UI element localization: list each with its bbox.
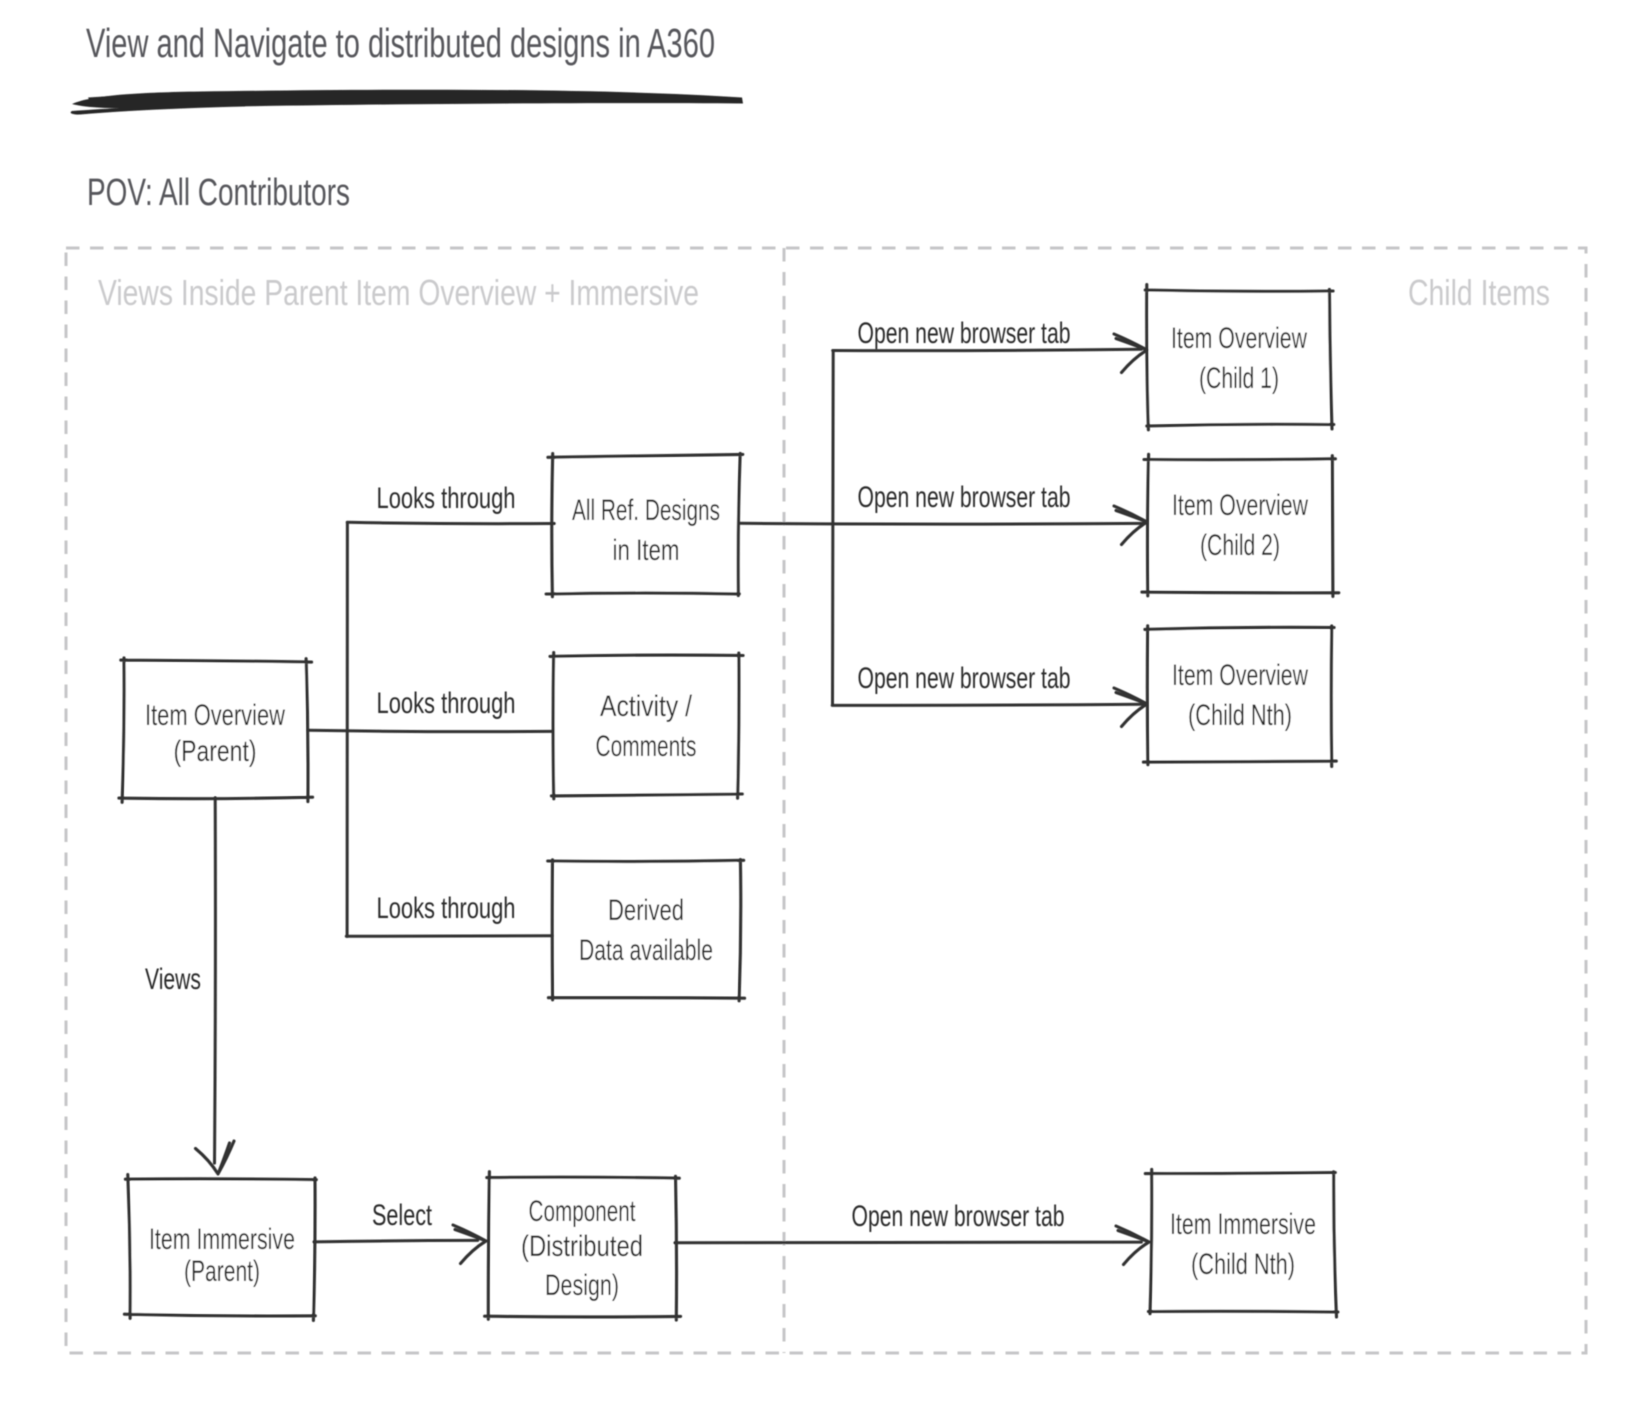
svg-text:Design): Design) xyxy=(545,1269,619,1302)
svg-text:Open new browser tab: Open new browser tab xyxy=(858,662,1071,695)
svg-text:Item Overview: Item Overview xyxy=(1171,322,1307,355)
svg-text:in Item: in Item xyxy=(613,534,680,567)
svg-text:Item Immersive: Item Immersive xyxy=(149,1223,295,1256)
svg-text:(Parent): (Parent) xyxy=(184,1255,260,1288)
svg-text:Item Immersive: Item Immersive xyxy=(1170,1208,1316,1241)
svg-text:(Child Nth): (Child Nth) xyxy=(1191,1248,1295,1281)
svg-text:Data available: Data available xyxy=(579,934,713,967)
svg-text:View and Navigate to distribut: View and Navigate to distributed designs… xyxy=(86,20,715,66)
svg-text:Component: Component xyxy=(529,1195,636,1228)
svg-text:Looks through: Looks through xyxy=(377,482,516,515)
svg-text:Derived: Derived xyxy=(608,894,684,927)
svg-text:(Child 1): (Child 1) xyxy=(1199,362,1279,395)
svg-text:Select: Select xyxy=(372,1199,432,1232)
svg-text:Looks through: Looks through xyxy=(377,892,516,925)
svg-text:Activity /: Activity / xyxy=(600,690,693,723)
svg-text:Open new browser tab: Open new browser tab xyxy=(858,481,1071,514)
svg-text:Item Overview: Item Overview xyxy=(1172,489,1308,522)
svg-text:POV: All Contributors: POV: All Contributors xyxy=(87,172,350,214)
svg-text:Views Inside Parent Item Overv: Views Inside Parent Item Overview + Imme… xyxy=(98,272,699,313)
svg-text:(Child Nth): (Child Nth) xyxy=(1188,699,1292,732)
svg-text:Looks through: Looks through xyxy=(377,687,516,720)
svg-text:(Child 2): (Child 2) xyxy=(1200,529,1280,562)
svg-text:Item Overview: Item Overview xyxy=(1172,659,1308,692)
svg-text:Child Items: Child Items xyxy=(1408,272,1550,313)
svg-text:All Ref. Designs: All Ref. Designs xyxy=(572,494,720,527)
svg-text:Views: Views xyxy=(145,963,201,996)
svg-text:Item Overview: Item Overview xyxy=(145,699,285,732)
svg-text:Comments: Comments xyxy=(596,730,697,763)
svg-text:(Distributed: (Distributed xyxy=(521,1230,643,1263)
svg-text:(Parent): (Parent) xyxy=(174,735,257,768)
svg-text:Open new browser tab: Open new browser tab xyxy=(852,1200,1065,1233)
svg-text:Open new browser tab: Open new browser tab xyxy=(858,317,1071,350)
